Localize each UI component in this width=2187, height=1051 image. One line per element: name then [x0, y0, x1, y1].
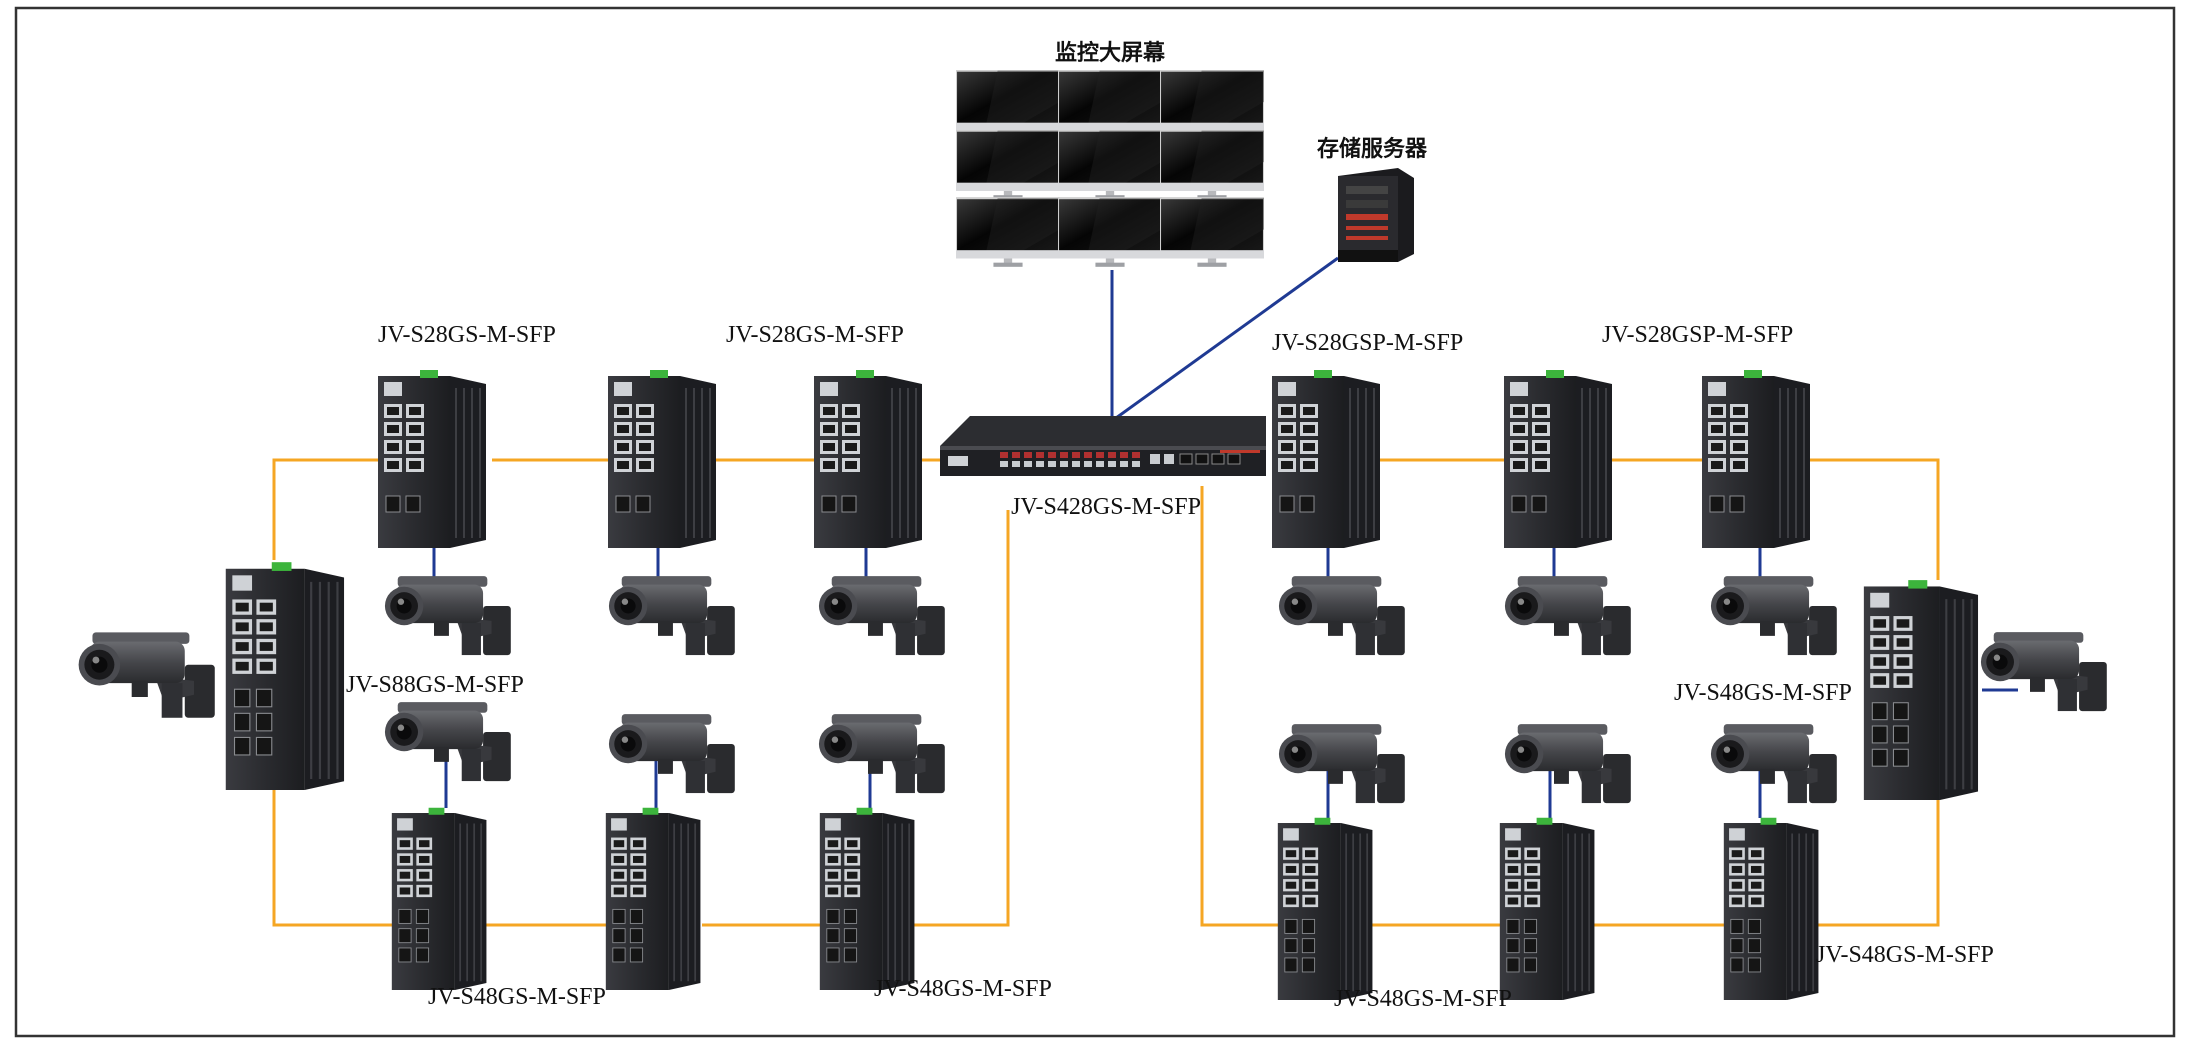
monitor-icon: [956, 196, 1060, 269]
core-switch-label: JV-S428GS-M-SFP: [1011, 494, 1201, 520]
industrial-switch-icon: [814, 369, 923, 548]
ip-camera-icon: [1278, 724, 1405, 804]
right-ring-switch-label: JV-S48GS-M-SFP: [1674, 680, 1852, 706]
video-wall: 监控大屏幕: [956, 40, 1264, 269]
monitor-icon: [1160, 196, 1264, 269]
ip-camera-icon: [818, 714, 945, 794]
storage-server: 存储服务器: [1317, 136, 1428, 262]
ip-camera-icon: [1504, 724, 1631, 804]
fiber-links: [272, 458, 1940, 927]
upper-right-group-a-label: JV-S28GSP-M-SFP: [1272, 330, 1463, 356]
bottom-left-b-label: JV-S48GS-M-SFP: [874, 976, 1052, 1002]
ip-camera-icon: [608, 576, 735, 656]
monitor-icon: [1160, 130, 1264, 200]
ip-camera-icon: [1710, 576, 1837, 656]
industrial-switch-icon: [1276, 816, 1374, 1000]
industrial-switch-icon: [378, 369, 487, 548]
left-ring-switch-label: JV-S88GS-M-SFP: [346, 672, 524, 698]
industrial-switch-icon: [1702, 369, 1811, 548]
monitor-icon: [1058, 70, 1162, 140]
core-switch: JV-S428GS-M-SFP: [940, 416, 1266, 520]
industrial-switch-icon: [608, 369, 717, 548]
bottom-right-b-label: JV-S48GS-M-SFP: [1816, 942, 1994, 968]
industrial-switch-icon: [1862, 578, 1980, 800]
ip-camera-icon: [1710, 724, 1837, 804]
video-wall-label: 监控大屏幕: [1055, 40, 1166, 65]
upper-left-group-b-label: JV-S28GS-M-SFP: [726, 322, 904, 348]
ip-camera-icon: [384, 702, 511, 782]
diagram-frame: [14, 6, 2176, 1038]
monitor-icon: [1058, 130, 1162, 200]
monitor-icon: [1160, 70, 1264, 140]
storage-server-label: 存储服务器: [1317, 136, 1428, 161]
industrial-switch-icon: [818, 806, 916, 990]
industrial-switch-icon: [1272, 369, 1381, 548]
ethernet-links: [432, 256, 2018, 818]
ip-camera-icon: [1504, 576, 1631, 656]
ip-camera-icon: [1278, 576, 1405, 656]
monitor-icon: [956, 130, 1060, 200]
industrial-switch-icon: [1722, 816, 1820, 1000]
ip-camera-icon: [818, 576, 945, 656]
industrial-switch-icon: [1498, 816, 1596, 1000]
rack-switch-icon: [940, 416, 1266, 476]
upper-right-group-b-label: JV-S28GSP-M-SFP: [1602, 322, 1793, 348]
bottom-right-a-label: JV-S48GS-M-SFP: [1334, 986, 1512, 1012]
upper-left-group-a-label: JV-S28GS-M-SFP: [378, 322, 556, 348]
industrial-switch-icon: [224, 561, 346, 790]
ip-camera-icon: [1980, 632, 2107, 712]
ip-camera-icon: [78, 632, 215, 718]
monitor-icon: [956, 70, 1060, 140]
industrial-switch-icon: [604, 806, 702, 990]
server-tower-icon: [1338, 168, 1414, 262]
monitor-icon: [1058, 196, 1162, 269]
ip-camera-icon: [608, 714, 735, 794]
industrial-switch-icon: [1504, 369, 1613, 548]
ip-camera-icon: [384, 576, 511, 656]
bottom-left-a-label: JV-S48GS-M-SFP: [428, 984, 606, 1010]
industrial-switch-icon: [390, 806, 488, 990]
